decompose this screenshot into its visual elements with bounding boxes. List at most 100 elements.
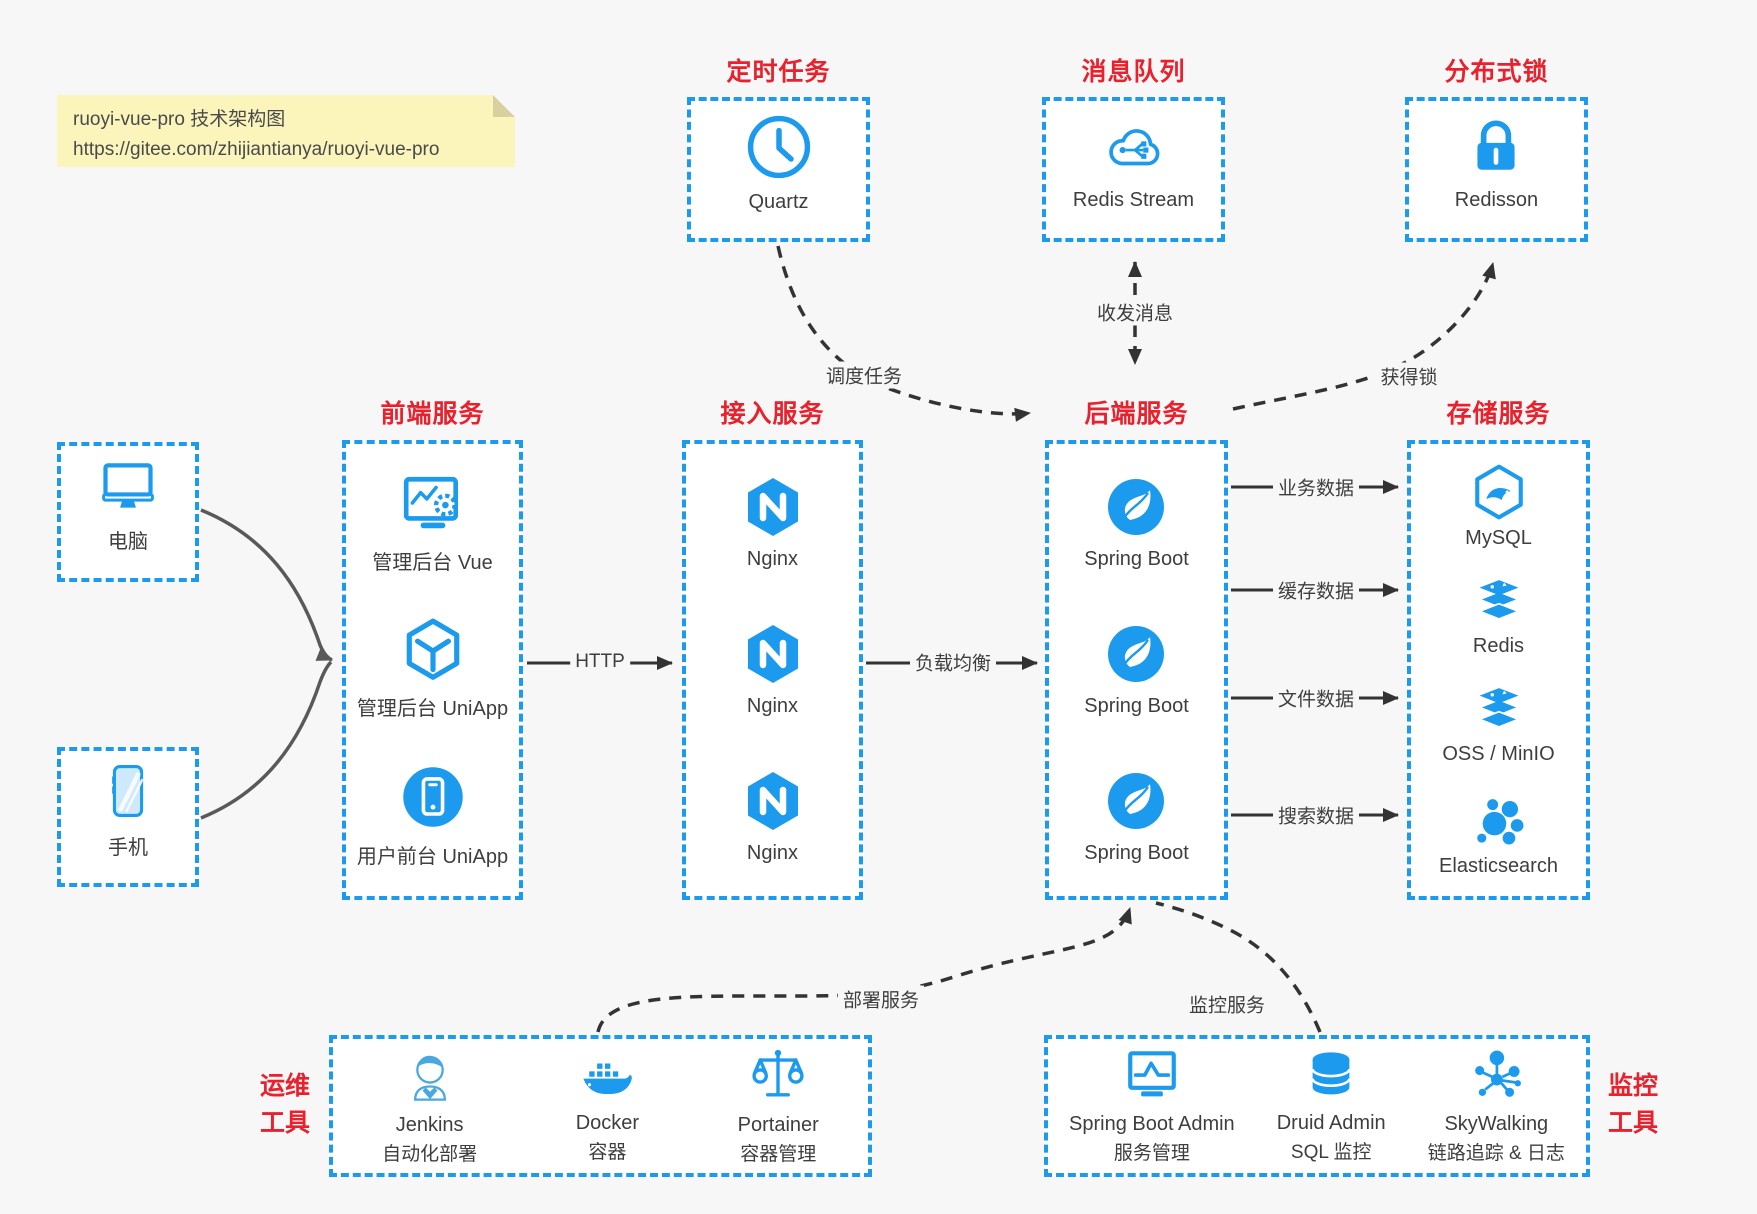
jenkins-desc: 自动化部署 [382, 1144, 478, 1165]
oss-minio-item: OSS / MinIO [1442, 683, 1555, 766]
skywalking-cell: SkyWalking 链路追踪 & 日志 [1428, 1047, 1565, 1165]
redisson-label: Redisson [1454, 188, 1539, 211]
pc-client-box: 电脑 [57, 442, 199, 582]
elasticsearch-label: Elasticsearch [1439, 854, 1558, 877]
ops-title-line1: 运维 [259, 1072, 310, 1100]
gateway-box: Nginx Nginx Nginx [682, 440, 863, 900]
redis-stream-label: Redis Stream [1072, 188, 1195, 211]
storage-stack-icon [1476, 687, 1521, 728]
edge-label-file-data: 文件数据 [1272, 684, 1360, 712]
edge-label-http: HTTP [570, 651, 630, 673]
edge-label-business-data: 业务数据 [1272, 473, 1360, 501]
mysql-label: MySQL [1465, 526, 1532, 549]
mysql-item: MySQL [1465, 463, 1532, 550]
edge-label-acquire-lock: 获得锁 [1375, 362, 1443, 390]
skywalking-name: SkyWalking [1444, 1113, 1549, 1135]
druid-admin-desc: SQL 监控 [1290, 1142, 1372, 1163]
nginx-icon [747, 624, 798, 683]
edge-deploy-service [596, 907, 1132, 1033]
admin-vue-icon [403, 476, 458, 529]
note-url: https://gitee.com/zhijiantianya/ruoyi-vu… [73, 139, 440, 161]
docker-icon [583, 1062, 633, 1094]
portainer-cell: Portainer 容器管理 [738, 1046, 819, 1166]
sticky-note: ruoyi-vue-pro 技术架构图 https://gitee.com/zh… [57, 95, 515, 167]
nginx-label-3: Nginx [746, 841, 799, 864]
spring-boot-label-3: Spring Boot [1084, 841, 1189, 864]
group-title-message-queue: 消息队列 [1081, 58, 1186, 86]
portainer-name: Portainer [737, 1114, 819, 1136]
quartz-label: Quartz [748, 190, 809, 213]
jenkins-name: Jenkins [395, 1114, 464, 1136]
spring-boot-item-1: Spring Boot [1084, 475, 1189, 571]
edge-label-send-receive-message: 收发消息 [1091, 298, 1179, 326]
nginx-label-1: Nginx [746, 548, 799, 571]
pc-client-label: 电脑 [108, 531, 148, 553]
group-title-ops-tools: 运维 工具 [252, 1068, 318, 1142]
phone-client-box: 手机 [57, 747, 199, 887]
edge-schedule-task [776, 245, 1031, 422]
nginx-icon [747, 478, 798, 537]
monitor-title-line1: 监控 [1607, 1072, 1658, 1100]
docker-desc: 容器 [588, 1142, 627, 1163]
group-title-monitor-tools: 监控 工具 [1600, 1068, 1666, 1142]
edge-acquire-lock [1232, 262, 1496, 411]
monitor-title-line2: 工具 [1607, 1109, 1658, 1137]
elasticsearch-item: Elasticsearch [1439, 791, 1558, 878]
admin-vue-label: 管理后台 Vue [372, 552, 493, 574]
skywalking-desc: 链路追踪 & 日志 [1427, 1143, 1565, 1164]
redis-stream-box: Redis Stream [1042, 97, 1225, 242]
user-uniapp-label: 用户前台 UniApp [356, 846, 509, 868]
spring-boot-admin-cell: Spring Boot Admin 服务管理 [1069, 1047, 1235, 1165]
cloud-stream-icon [1108, 128, 1159, 165]
lock-icon [1477, 119, 1516, 170]
oss-minio-label: OSS / MinIO [1442, 742, 1555, 765]
spring-boot-item-2: Spring Boot [1084, 622, 1189, 718]
redis-label: Redis [1472, 634, 1525, 657]
spring-icon [1108, 479, 1165, 536]
admin-monitor-icon [1128, 1051, 1176, 1097]
edge-label-monitor-service: 监控服务 [1183, 990, 1271, 1018]
note-title: ruoyi-vue-pro 技术架构图 [73, 109, 286, 130]
redis-icon [1476, 579, 1521, 620]
edge-label-deploy-service: 部署服务 [837, 985, 925, 1013]
redis-stream-item: Redis Stream [1073, 114, 1194, 212]
mobile-app-icon [402, 767, 463, 827]
spring-boot-item-3: Spring Boot [1084, 769, 1189, 865]
database-icon [1311, 1052, 1351, 1095]
druid-admin-cell: Druid Admin SQL 监控 [1277, 1048, 1386, 1164]
nginx-item-3: Nginx [741, 769, 805, 865]
ops-title-line2: 工具 [259, 1109, 310, 1137]
jenkins-cell: Jenkins 自动化部署 [382, 1046, 477, 1166]
quartz-box: Quartz [687, 97, 870, 242]
edge-label-load-balance: 负载均衡 [909, 648, 997, 676]
column-title-frontend: 前端服务 [380, 400, 485, 428]
redisson-item: Redisson [1455, 114, 1538, 212]
group-title-scheduled-task: 定时任务 [726, 58, 831, 86]
topology-icon [1475, 1050, 1522, 1097]
redis-item: Redis [1470, 575, 1528, 658]
phone-client-item: 手机 [99, 760, 157, 860]
docker-cell: Docker 容器 [575, 1048, 639, 1164]
spring-boot-label-1: Spring Boot [1084, 548, 1189, 571]
portainer-desc: 容器管理 [740, 1144, 817, 1165]
edge-label-search-data: 搜索数据 [1272, 801, 1360, 829]
docker-name: Docker [575, 1112, 640, 1134]
backend-box: Spring Boot Spring Boot Spring Boot [1045, 440, 1228, 900]
admin-uniapp-item: 管理后台 UniApp [357, 617, 508, 721]
nginx-icon [747, 771, 798, 830]
column-title-gateway: 接入服务 [720, 400, 825, 428]
quartz-item: Quartz [744, 112, 814, 214]
monitor-tools-box: Spring Boot Admin 服务管理 Druid Admin SQL 监… [1044, 1035, 1590, 1177]
elasticsearch-icon [1476, 798, 1523, 844]
nginx-item-1: Nginx [741, 475, 805, 571]
spring-icon [1108, 625, 1165, 682]
ops-tools-box: Jenkins 自动化部署 Docker 容器 [329, 1035, 872, 1177]
user-uniapp-item: 用户前台 UniApp [357, 763, 508, 869]
uniapp-cube-icon [406, 618, 459, 680]
redisson-box: Redisson [1405, 97, 1588, 242]
clock-icon [747, 115, 810, 178]
nginx-item-2: Nginx [741, 622, 805, 718]
edge-pc-to-frontend [200, 508, 333, 662]
pc-client-item: 电脑 [96, 456, 160, 554]
spring-boot-admin-desc: 服务管理 [1113, 1143, 1190, 1164]
